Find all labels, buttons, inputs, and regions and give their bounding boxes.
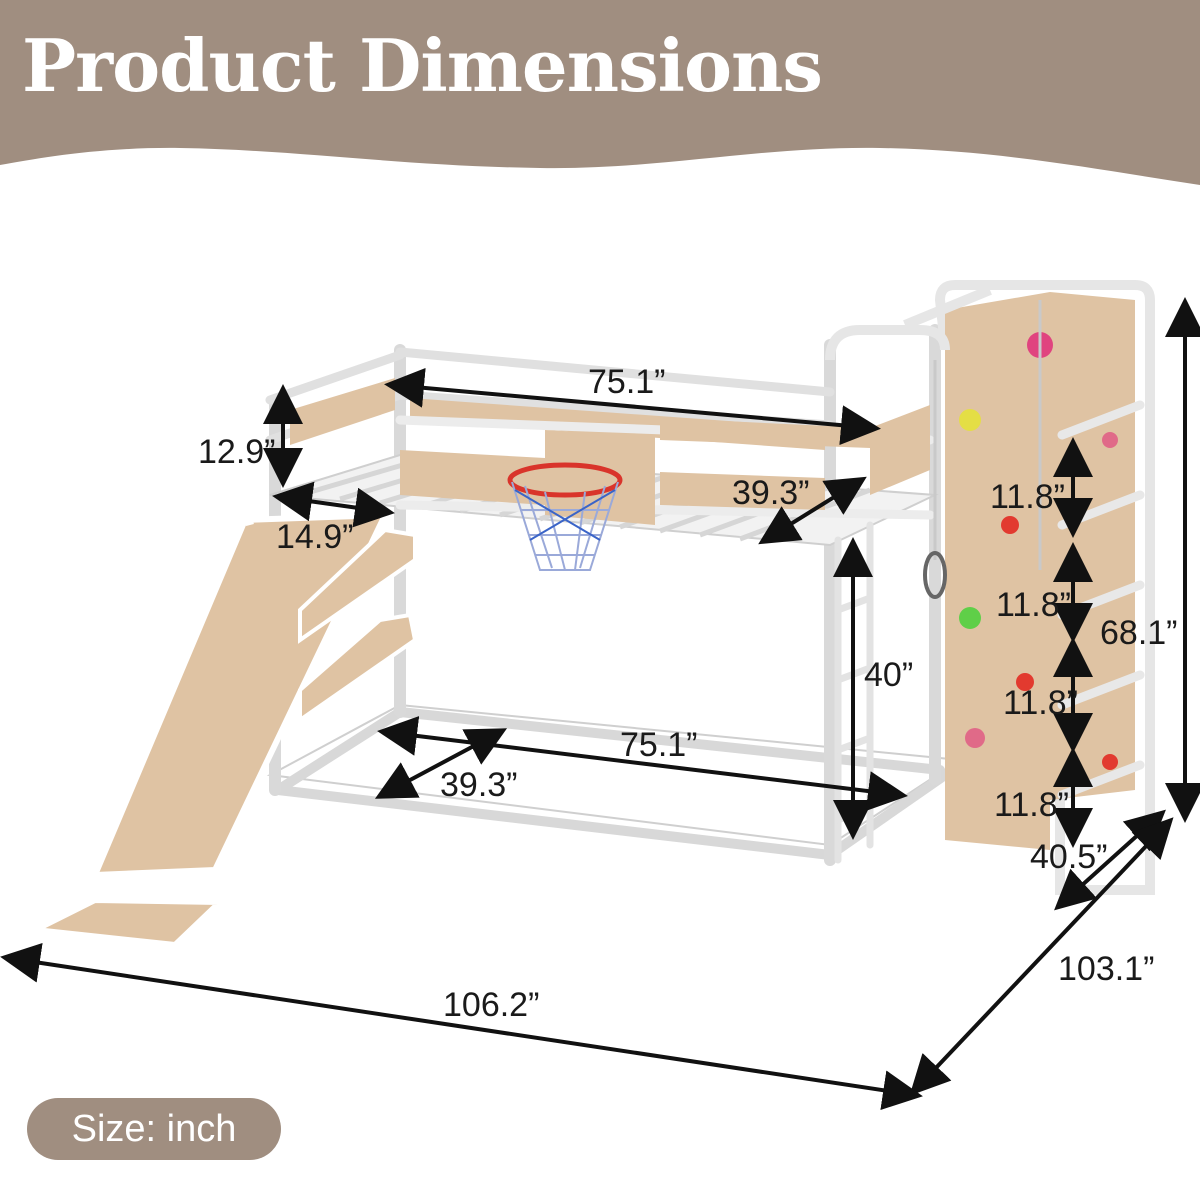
- dim-guardrail-height: 12.9”: [198, 433, 276, 471]
- dim-bottom-length: 75.1”: [620, 726, 698, 764]
- slide: [24, 505, 390, 949]
- climbing-hold: [1102, 754, 1118, 770]
- dim-slide-width: 14.9”: [276, 518, 354, 556]
- climbing-hold: [959, 607, 981, 629]
- page-title: Product Dimensions: [22, 23, 823, 108]
- dim-wall-depth: 40.5”: [1030, 838, 1108, 876]
- climbing-hold: [965, 728, 985, 748]
- dimension-arrows: [0, 297, 1200, 1110]
- dim-wall-step-4: 11.8”: [994, 786, 1069, 824]
- basketball-hoop: [507, 462, 623, 571]
- climbing-hold: [959, 409, 981, 431]
- dim-wall-step-1: 11.8”: [990, 478, 1065, 516]
- side-shelves: [298, 527, 418, 724]
- dim-bottom-height: 40”: [864, 656, 914, 694]
- dim-total-length: 106.2”: [443, 986, 540, 1024]
- dim-top-length: 75.1”: [588, 363, 666, 401]
- header-background: [0, 0, 1200, 185]
- climbing-hold: [1016, 673, 1034, 691]
- size-unit-badge: Size: inch: [27, 1098, 281, 1160]
- header-banner: Product Dimensions: [0, 0, 1200, 220]
- dim-wall-step-2: 11.8”: [996, 586, 1071, 624]
- ring-frame: [825, 285, 992, 361]
- dim-total-depth: 103.1”: [1058, 950, 1155, 988]
- dim-top-width: 39.3”: [732, 474, 810, 512]
- climbing-hold: [1102, 432, 1118, 448]
- climbing-hold: [1001, 516, 1019, 534]
- dim-bottom-width: 39.3”: [440, 766, 518, 804]
- dim-total-height: 68.1”: [1100, 614, 1178, 652]
- dim-wall-step-3: 11.8”: [1003, 684, 1078, 722]
